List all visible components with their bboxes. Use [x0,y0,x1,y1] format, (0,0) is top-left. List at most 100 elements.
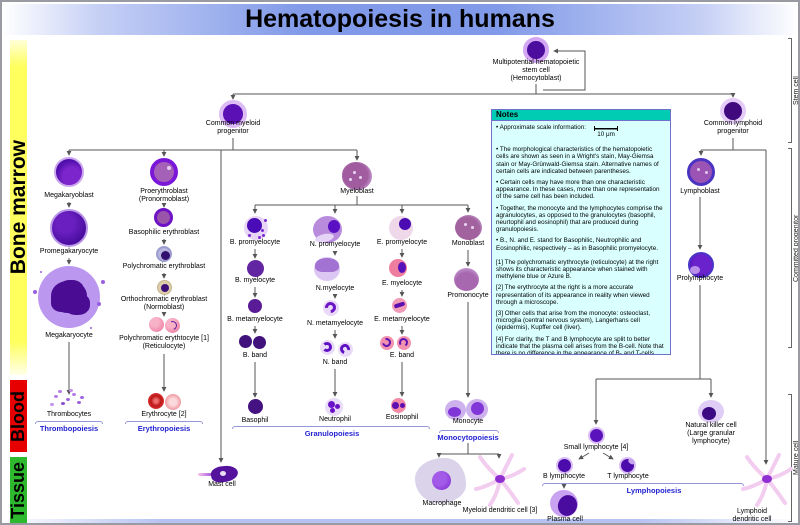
monocyte-label: Monocyte [452,418,484,425]
promonocyte-label: Promonocyte [447,292,489,299]
scale-bar-graphic [594,126,619,131]
myeloblast-dots [353,171,356,174]
myeloblast-cell [342,162,372,190]
eosinophilic-metamyelocyte-cell [392,298,407,313]
stem-cell-bracket [788,38,792,143]
proerythroblast-label: Proerythroblast (Pronormoblast) [138,188,190,203]
notes-footnote: [1] The polychromatic erythrocyte (retic… [496,258,659,281]
proerythroblast-dot [167,166,171,170]
hemocytoblast-label: Multipotential hematopoietic stem cell (… [492,59,580,82]
neutrophilic-myelocyte-cell [314,257,340,281]
e-metamyelocyte-label: E. metamyelocyte [374,316,430,323]
band-nucleus [338,342,352,356]
myeloid-dendritic-label: Myeloid dendritic cell [3] [462,507,538,514]
small-lymphocyte-label: Small lymphocyte [4] [563,444,629,451]
reticulocyte-cell [149,317,164,332]
natural-killer-cell-graphic [698,400,724,423]
committed-progenitor-bracket [788,148,792,348]
basophilic-metamyelocyte-cell [248,299,262,313]
basophilic-myelocyte-cell [247,260,264,277]
t-lymphocyte-label: T lymphocyte [607,473,649,480]
notes-bullet: • The morphological characteristics of t… [496,146,659,175]
b-promyelocyte-label: B. promyelocyte [229,239,281,246]
plasma-cell-graphic [546,486,582,521]
notes-bullet: • Together, the monocyte and the lymphoc… [496,204,663,234]
b-myelocyte-label: B. myelocyte [234,277,276,284]
page-title: Hematopoiesis in humans [245,5,555,33]
e-promyelocyte-label: E. promyelocyte [376,239,428,246]
basophilic-erythroblast-label: Basophilic erythroblast [128,229,200,236]
macrophage-label: Macrophage [422,500,462,507]
neutrophilic-band-cell [338,342,353,357]
proerythroblast-cell [150,158,178,186]
monocytopoiesis-label: Monocytopoiesis [437,433,499,442]
basophil-label: Basophil [241,417,269,424]
nucleus [471,402,484,415]
promegakaryocyte-cell [50,209,88,247]
notes-footnote: [4] For clarity, the T and B lymphocyte … [496,335,664,355]
eosinophil-label: Eosinophil [385,414,419,421]
megakaryocyte-label: Megakaryocyte [45,332,93,339]
band-nucleus [322,342,332,352]
cmp-label: Common myeloid progenitor [205,120,261,135]
mast-cell-graphic [198,464,240,485]
polychromatic-erythroblast-label: Polychromatic erythroblast [122,263,206,270]
lymphopoiesis-brace [542,483,744,486]
orthochromatic-erythroblast-nucleus [161,284,169,292]
monoblast-dots [464,223,467,226]
neutrophil-cell [325,398,343,416]
clp-label: Common lymphoid progenitor [703,120,763,135]
erythrocyte-cell [148,393,164,409]
mast-cell-label: Mast cell [208,481,236,488]
band-blood: Blood [8,380,28,452]
orthochromatic-erythroblast-label: Orthochromatic erythroblast (Normoblast) [120,296,208,311]
e-myelocyte-label: E. myelocyte [381,280,423,287]
notes-footnote: [3] Other cells that arise from the mono… [496,310,650,332]
megakaryoblast-cell [54,157,84,187]
promonocyte-cell [454,268,479,291]
mast-cell-tail [198,473,215,476]
prolymphocyte-cell [688,252,714,278]
bottom-bar [2,519,798,523]
megakaryocyte-cell [33,266,100,328]
thrombocytes-label: Thrombocytes [46,411,92,418]
notes-bullet: • Certain cells may have more than one c… [496,179,660,201]
b-lymphocyte-label: B lymphocyte [542,473,586,480]
scale-bar-value: 10 μm [597,131,615,138]
band-bone-marrow: Bone marrow [7,40,30,375]
thrombopoiesis-brace [35,421,103,424]
erythropoiesis-brace [125,421,203,424]
granulopoiesis-label: Granulopoiesis [304,429,360,438]
promegakaryocyte-label: Promegakaryocyte [39,248,99,255]
mast-cell-core [220,471,226,476]
band-tissue: Tissue [8,457,28,523]
eosinophilic-promyelocyte-cell [389,216,413,240]
basophilic-promyelocyte-cell [244,216,268,240]
granule-cap [315,258,339,272]
nucleus [448,407,461,417]
erythrocyte-donut-cell [165,394,181,410]
basophilic-band-cell [253,336,266,349]
polychromatic-erythroblast-cell [156,246,172,262]
common-myeloid-progenitor-cell [219,100,247,128]
nucleus [399,218,411,230]
lymphoid-dendritic-label: Lymphoid dendritic cell [3] [732,508,772,523]
basophilic-erythroblast-cell [154,208,173,227]
notes-box: Notes • Approximate scale information: 1… [491,109,671,355]
n-band-label: N. band [322,359,348,366]
monocytopoiesis-brace [439,430,499,433]
macrophage-cell [415,458,466,503]
nucleus [432,471,451,490]
nucleus [702,407,716,420]
neutrophilic-band-cell [320,340,335,355]
n-metamyelocyte-label: N. metamyelocyte [306,320,364,327]
lymphoblast-label: Lymphoblast [680,188,720,195]
nucleus [328,220,340,233]
polychromatic-erythroblast-nucleus [161,251,170,260]
lymphoid-dendritic-cell-graphic [741,453,793,507]
lymphoblast-dots [697,168,700,171]
neutrophilic-promyelocyte-cell [313,216,342,244]
bilobed-nucleus [392,402,399,409]
myeloid-dendritic-cell-graphic [474,453,526,507]
eosinophil-cell [391,398,406,413]
